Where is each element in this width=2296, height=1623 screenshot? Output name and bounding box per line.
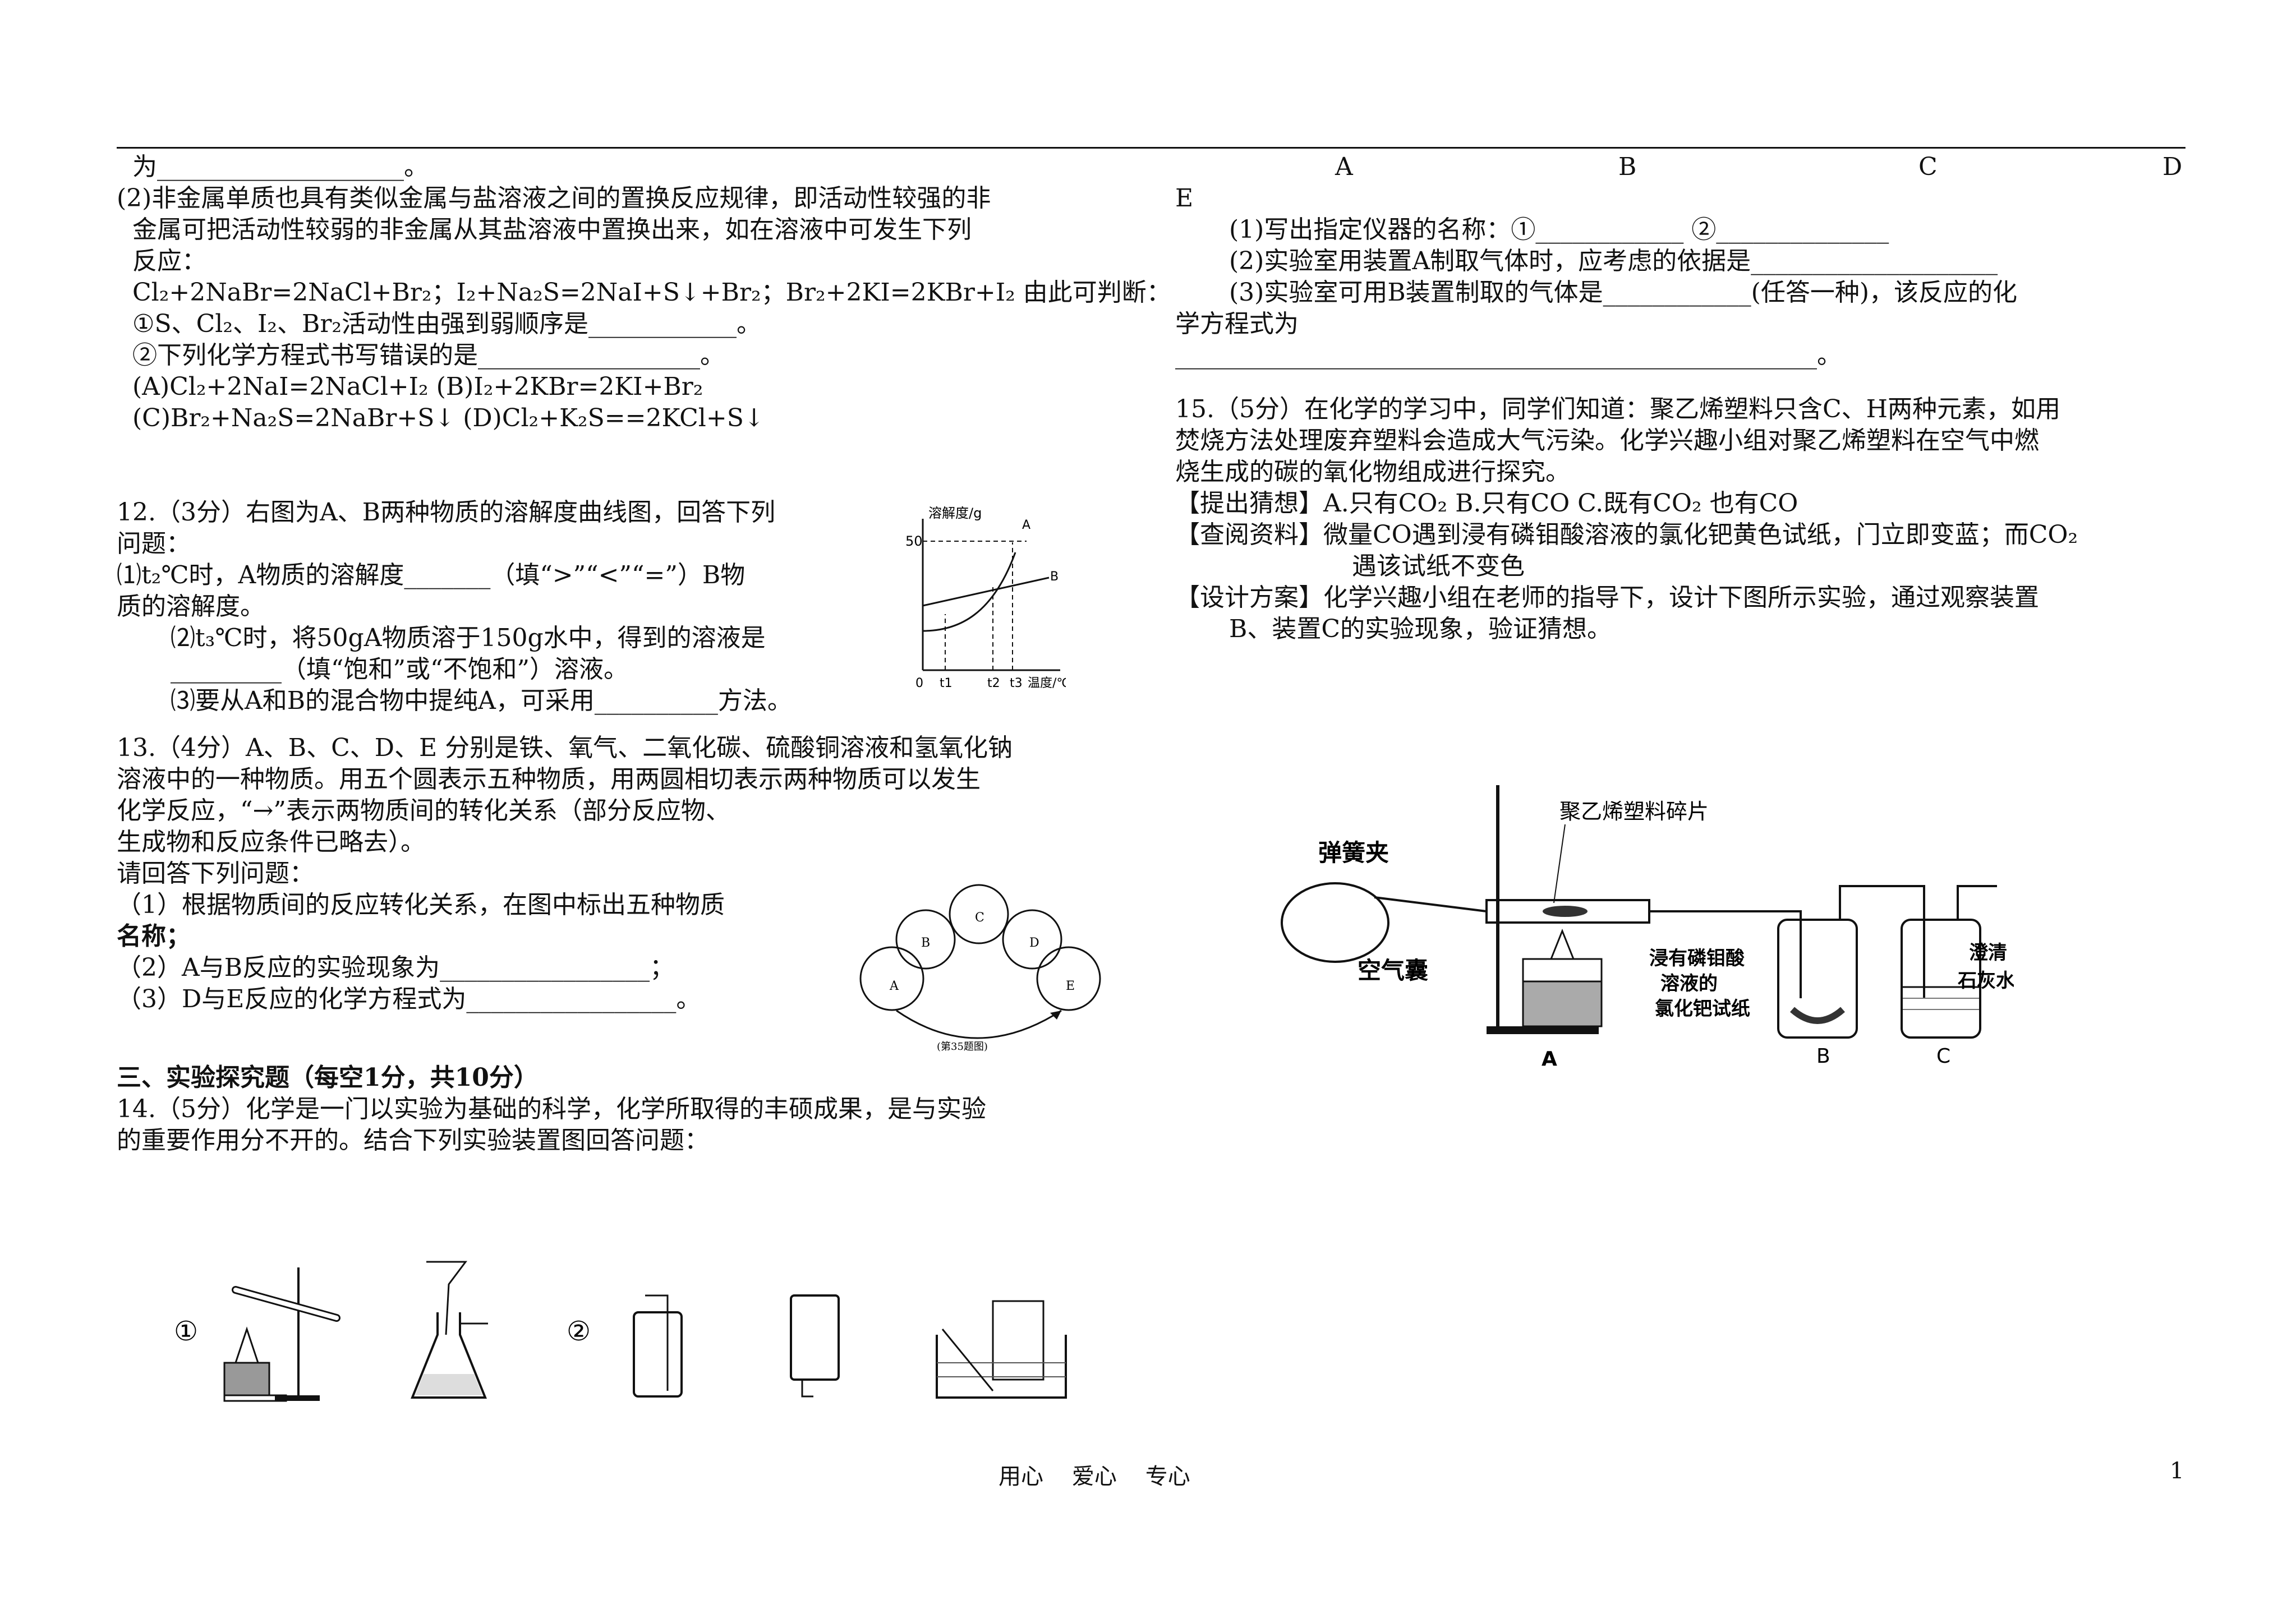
left-column: 为____________________。 (2)非金属单质也具有类似金属与盐… (117, 151, 1171, 1156)
device-label-c: C (1936, 1045, 1950, 1068)
question-12-line: 问题： (117, 529, 191, 558)
question-12-line: ⑴t₂℃时，A物质的溶解度_______（填“>”“<”“=”）B物 (117, 561, 746, 589)
curve-b-label: B (1050, 570, 1059, 584)
question-13-line: 溶液中的一种物质。用五个圆表示五种物质，用两圆相切表示两种物质可以发生 (117, 765, 981, 794)
footer-motto: 用心 爱心 专心 (999, 1464, 1190, 1490)
question-14-line: 的重要作用分不开的。结合下列实验装置图回答问题： (117, 1126, 709, 1155)
question-15-line: B、装置C的实验现象，验证猜想。 (1229, 615, 1612, 643)
apparatus-c: ② (567, 1294, 683, 1398)
question-13-line: 化学反应，“→”表示两物质间的转化关系（部分反应物、 (117, 796, 730, 825)
apparatus-letter: A (1335, 153, 1353, 181)
apparatus-figure: ① ② (163, 1251, 1083, 1413)
bottle-b (1777, 919, 1858, 1039)
circle-label-c: C (975, 911, 984, 925)
page-number: 1 (2170, 1458, 2184, 1484)
circle-label-e: E (1066, 979, 1075, 993)
question-15-line: 【提出猜想】A.只有CO₂ B.只有CO C.既有CO₂ 也有CO (1175, 489, 1798, 518)
option-line: (A)Cl₂+2NaI=2NaCl+I₂ (B)I₂+2KBr=2KI+Br₂ (132, 372, 703, 401)
paper-label-2: 溶液的 (1660, 972, 1718, 995)
right-column: A B C D E (1)写出指定仪器的名称：①____________ ②__… (1175, 151, 2185, 645)
question-15-line: 【查阅资料】微量CO遇到浸有磷钼酸溶液的氯化钯黄色试纸，门立即变蓝；而CO₂ (1175, 520, 2078, 549)
question-15-line: 烧生成的碳的氧化物组成进行探究。 (1175, 458, 1570, 486)
burner (1522, 980, 1603, 1027)
question-13-line: 13.（4分）A、B、C、D、E 分别是铁、氧气、二氧化碳、硫酸铜溶液和氢氧化钠 (117, 734, 1013, 762)
question-14-line: 学方程式为 (1175, 310, 1299, 338)
circles-figure: A B C D E (第35题图) (853, 864, 1116, 1054)
apparatus-letter: D (2162, 153, 2183, 181)
stand-base (1487, 1026, 1599, 1034)
solubility-figure: 溶解度/g 50 A B 0 t1 t2 t3 温度/℃ (898, 502, 1066, 693)
question-14-line: 14.（5分）化学是一门以实验为基础的科学，化学所取得的丰硕成果，是与实验 (117, 1095, 986, 1123)
question-14-line: (2)实验室用装置A制取气体时，应考虑的依据是_________________… (1229, 247, 1998, 275)
solubility-tick-50: 50 (905, 533, 923, 549)
question-13-line: （2）A与B反应的实验现象为_________________； (117, 953, 675, 982)
question-12-line: ⑵t₃℃时，将50gA物质溶于150g水中，得到的溶液是 (171, 624, 766, 652)
question-13-line: （1）根据物质间的反应转化关系，在图中标出五种物质 (117, 891, 725, 919)
question-13-line: 名称； (117, 922, 191, 951)
curve-a-label: A (1022, 518, 1030, 532)
option-line: (C)Br₂+Na₂S=2NaBr+S↓ (D)Cl₂+K₂S==2KCl+S↓ (132, 404, 765, 432)
question-13-line: （3）D与E反应的化学方程式为_________________。 (117, 985, 701, 1013)
question-14-line: (1)写出指定仪器的名称：①____________ ②____________… (1229, 215, 1889, 244)
paper-label-1: 浸有磷钼酸 (1649, 947, 1745, 970)
text-line: ①S、Cl₂、I₂、Br₂活动性由强到弱顺序是____________。 (132, 310, 761, 338)
apparatus-letter: B (1618, 153, 1637, 181)
apparatus-b (411, 1261, 488, 1399)
plastic-label: 聚乙烯塑料碎片 (1559, 799, 1709, 824)
question-14-line: (3)实验室可用B装置制取的气体是____________(任答一种)，该反应的… (1229, 278, 2017, 307)
question-13-line: 生成物和反应条件已略去）。 (117, 828, 425, 856)
paper-label-3: 氯化钯试纸 (1655, 998, 1750, 1020)
apparatus-mark-2: ② (567, 1316, 591, 1347)
question-12-line: ⑶要从A和B的混合物中提纯A，可采用__________方法。 (171, 686, 792, 715)
circle-label-b: B (921, 936, 930, 950)
text-line: 反应： (132, 247, 206, 275)
question-15-line: 15.（5分）在化学的学习中，同学们知道：聚乙烯塑料只含C、H两种元素，如用 (1175, 395, 2061, 423)
question-14-line: ________________________________________… (1175, 341, 1842, 370)
circle-label-a: A (889, 979, 899, 993)
solubility-y-label: 溶解度/g (928, 505, 982, 521)
device-label-a: A (1542, 1048, 1557, 1071)
bottle-c (1901, 919, 1981, 1039)
question-15-line: 【设计方案】化学兴趣小组在老师的指导下，设计下图所示实验，通过观察装置 (1175, 583, 2039, 612)
question-13-line: 请回答下列问题： (117, 859, 314, 888)
air-bag (1281, 882, 1389, 963)
text-line: 金属可把活动性较弱的非金属从其盐溶液中置换出来，如在溶液中可发生下列 (132, 215, 972, 244)
apparatus-letter-row: A B C D (1175, 151, 2185, 183)
origin-label: 0 (915, 676, 923, 690)
limewater-label-2: 石灰水 (1957, 970, 2014, 992)
apparatus-a: ① (174, 1267, 341, 1402)
section-3-title: 三、实验探究题（每空1分，共10分） (117, 1063, 539, 1092)
circles-caption: (第35题图) (937, 1041, 988, 1053)
text-line: (2)非金属单质也具有类似金属与盐溶液之间的置换反应规律，即活动性较强的非 (117, 184, 991, 213)
clip-label: 弹簧夹 (1318, 839, 1389, 866)
text-line: ②下列化学方程式书写错误的是__________________。 (132, 341, 725, 370)
tick-t3: t3 (1010, 676, 1023, 690)
apparatus-d (790, 1294, 840, 1398)
apparatus-e (936, 1300, 1067, 1399)
question-12-line: _________（填“饱和”或“不饱和”）溶液。 (171, 655, 628, 684)
tick-t2: t2 (987, 676, 1000, 690)
limewater-label-1: 澄清 (1969, 942, 2007, 964)
question-12-line: 质的溶解度。 (117, 592, 265, 621)
question-15-line: 焚烧方法处理废弃塑料会造成大气污染。化学兴趣小组对聚乙烯塑料在空气中燃 (1175, 426, 2039, 455)
text-line: Cl₂+2NaBr=2NaCl+Br₂；I₂+Na₂S=2NaI+S↓+Br₂；… (132, 278, 1171, 307)
apparatus-letter: C (1918, 153, 1938, 181)
text-line: 为____________________。 (132, 153, 429, 181)
question-12-line: 12.（3分）右图为A、B两种物质的溶解度曲线图，回答下列 (117, 498, 776, 527)
header-rule (117, 147, 2185, 149)
experiment-figure: 聚乙烯塑料碎片 弹簧夹 空气囊 浸有磷钼酸 溶液的 氯化钯试纸 澄清 石灰水 A… (1273, 785, 2014, 1082)
device-label-b: B (1816, 1045, 1830, 1068)
airbag-label: 空气囊 (1358, 957, 1428, 984)
circle-label-d: D (1029, 936, 1039, 950)
apparatus-mark-1: ① (174, 1316, 198, 1347)
solubility-x-label: 温度/℃ (1028, 676, 1066, 690)
apparatus-letter: E (1175, 184, 1194, 213)
tick-t1: t1 (940, 676, 953, 690)
question-15-line: 遇该试纸不变色 (1352, 552, 1525, 580)
